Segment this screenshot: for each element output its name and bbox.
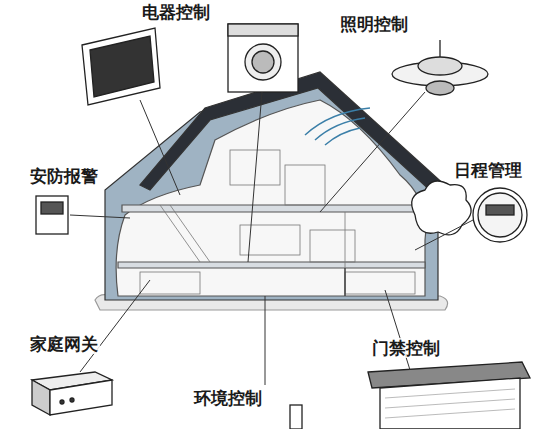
gateway-led [70,398,74,402]
meter-display [486,205,514,215]
wave [305,108,370,135]
meter-face [478,193,522,237]
feature-label: 照明控制 [338,14,410,34]
feature-label: 家庭网关 [28,334,100,354]
shrub [412,181,471,235]
icons [32,24,530,429]
door-frame [380,378,520,429]
lamp-top [418,57,462,75]
furniture [140,272,200,294]
cutaway-interior [116,100,426,296]
leader-line [265,296,266,385]
furniture [285,165,325,205]
tv-screen [90,36,154,97]
washer-drum [252,51,274,73]
furniture [310,230,355,262]
alarm-screen [41,202,63,214]
meter-icon [473,188,527,242]
leader-line [80,280,150,372]
gateway-side [32,380,50,415]
feature-label: 安防报警 [28,166,100,186]
house-wall [105,78,438,300]
leader-line [70,215,130,218]
alarm-panel-icon [36,196,68,234]
garage-wall [344,268,345,296]
house [95,72,448,310]
tv-icon [82,28,160,105]
feature-label: 电器控制 [140,2,212,22]
washer-door [245,44,281,80]
wall-divider [345,212,346,296]
garage-car [345,272,415,294]
wireless-waves [305,108,370,145]
interior-furniture [140,150,415,296]
washer-panel [228,24,298,36]
slat [385,399,515,408]
slat [385,409,515,418]
middle-floor [118,262,425,268]
feature-label: 日程管理 [452,160,524,180]
sensor-icon [290,405,302,429]
stairs [170,205,210,262]
leader-line [248,92,262,262]
leader-line [320,92,425,212]
gateway-front [50,380,112,415]
leader-line [140,100,180,195]
gateway-led [60,400,64,404]
feature-label: 门禁控制 [370,338,442,358]
feature-label: 环境控制 [192,388,264,408]
washer-icon [228,24,298,92]
lamp-rod [439,40,440,58]
wave [325,128,360,145]
slat [385,389,515,398]
leader-line [415,220,473,250]
lamp-bulb [426,81,454,95]
upper-floor [122,205,425,212]
leader-lines [70,92,473,385]
stairs [160,205,200,262]
door-slats [385,389,515,418]
